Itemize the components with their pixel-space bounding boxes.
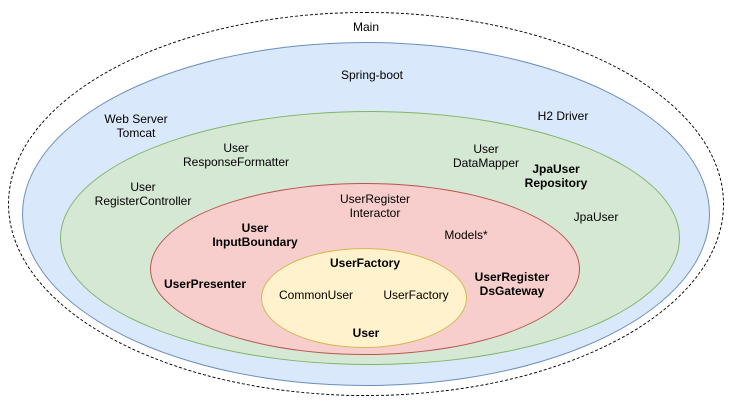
ring-entities-yellow [261, 248, 467, 348]
